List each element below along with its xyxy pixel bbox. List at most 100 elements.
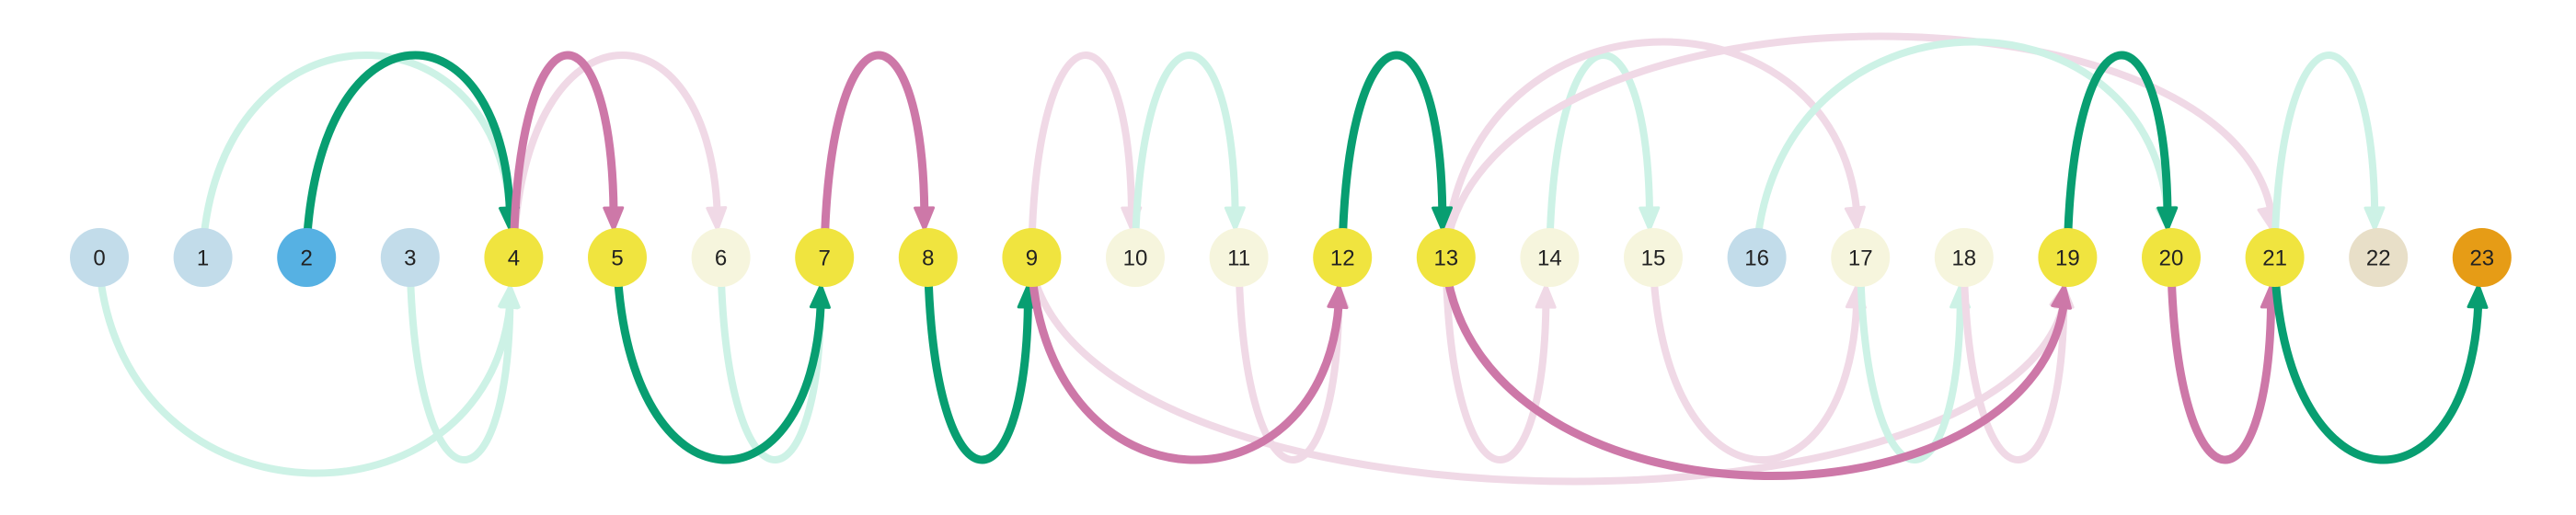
node-circle — [898, 228, 958, 287]
node-label: 0 — [93, 246, 105, 271]
edge-12-to-13 — [1338, 51, 1454, 251]
node-23: 23 — [2452, 228, 2512, 287]
node-label: 17 — [1848, 246, 1873, 271]
node-label: 10 — [1123, 246, 1148, 271]
arrowhead — [499, 283, 521, 309]
edge-arc — [1028, 265, 2068, 486]
edge-21-to-22 — [2271, 52, 2386, 250]
edge-14-to-15 — [1546, 52, 1661, 250]
edge-8-to-9 — [924, 264, 1039, 464]
node-5: 5 — [588, 228, 647, 287]
arrowhead — [914, 206, 936, 232]
edge-4-to-6 — [510, 51, 728, 250]
node-8: 8 — [898, 228, 958, 287]
arrowhead — [706, 206, 728, 232]
node-circle — [1209, 228, 1269, 287]
edge-2-to-4 — [302, 51, 521, 251]
edge-arc — [1960, 265, 2068, 464]
arrowhead — [1639, 206, 1661, 232]
arrowhead — [1535, 283, 1557, 309]
node-label: 20 — [2159, 246, 2184, 271]
node-circle — [1727, 228, 1787, 287]
arrowhead — [809, 283, 831, 309]
node-circle — [380, 228, 440, 287]
edge-7-to-8 — [820, 51, 936, 251]
edge-9-to-10 — [1028, 52, 1143, 250]
node-label: 23 — [2469, 246, 2494, 271]
arrowhead — [1327, 283, 1349, 310]
edge-arc — [820, 51, 929, 251]
node-circle — [1106, 228, 1165, 287]
node-circle — [691, 228, 751, 287]
edge-arc — [406, 265, 514, 464]
edge-arc — [717, 265, 825, 464]
node-circle — [1934, 228, 1994, 287]
edge-arc — [924, 264, 1032, 464]
node-circle — [2245, 228, 2305, 287]
node-circle — [173, 228, 233, 287]
edge-arc — [1442, 265, 1550, 464]
node-7: 7 — [795, 228, 855, 287]
edge-arc — [1028, 52, 1135, 250]
edge-arc — [1235, 265, 1343, 464]
node-14: 14 — [1520, 228, 1580, 287]
node-22: 22 — [2349, 228, 2409, 287]
arrowhead — [2156, 206, 2179, 232]
node-circle — [588, 228, 647, 287]
node-10: 10 — [1106, 228, 1165, 287]
node-label: 4 — [508, 246, 520, 271]
edge-arc — [1442, 264, 2068, 480]
node-label: 15 — [1641, 246, 1666, 271]
edge-19-to-20 — [2063, 51, 2179, 251]
node-circle — [1313, 228, 1373, 287]
edge-arc — [1132, 52, 1239, 250]
node-label: 18 — [1951, 246, 1976, 271]
node-16: 16 — [1727, 228, 1787, 287]
edge-arc — [510, 51, 721, 250]
edge-arc — [1338, 51, 1447, 251]
edge-10-to-11 — [1132, 52, 1246, 250]
edge-arc — [1027, 264, 1343, 464]
node-2: 2 — [277, 228, 337, 287]
arrowhead — [1432, 206, 1454, 232]
node-12: 12 — [1313, 228, 1373, 287]
edge-13-to-17 — [1442, 38, 1866, 250]
edge-arc — [1650, 265, 1861, 464]
edge-0-to-4 — [96, 265, 520, 477]
edge-arc — [1546, 52, 1653, 250]
node-circle — [1624, 228, 1683, 287]
edge-arc — [1442, 32, 2275, 250]
node-label: 6 — [715, 246, 727, 271]
edges-strong-layer — [302, 51, 2489, 480]
node-label: 2 — [301, 246, 313, 271]
edge-arc — [1857, 265, 1964, 464]
edge-arc — [1442, 38, 1861, 250]
edge-arc — [199, 51, 514, 250]
node-3: 3 — [380, 228, 440, 287]
edge-15-to-17 — [1650, 265, 1867, 464]
edge-4-to-5 — [509, 51, 625, 251]
node-circle — [2452, 228, 2512, 287]
node-18: 18 — [1934, 228, 1994, 287]
node-circle — [2142, 228, 2201, 287]
node-circle — [277, 228, 337, 287]
node-label: 3 — [404, 246, 416, 271]
node-label: 7 — [819, 246, 831, 271]
edge-arc — [2271, 52, 2379, 250]
edge-arc — [509, 51, 618, 251]
edge-9-to-12 — [1027, 264, 1349, 464]
node-label: 22 — [2366, 246, 2391, 271]
node-21: 21 — [2245, 228, 2305, 287]
node-label: 9 — [1026, 246, 1038, 271]
edge-arc — [1753, 38, 2171, 250]
edge-arc — [2271, 264, 2483, 464]
arrowhead — [2363, 206, 2386, 232]
node-circle — [1002, 228, 1062, 287]
node-label: 8 — [922, 246, 934, 271]
edge-21-to-23 — [2271, 264, 2489, 464]
edge-arc — [302, 51, 514, 251]
node-label: 14 — [1537, 246, 1562, 271]
node-circle — [2038, 228, 2098, 287]
